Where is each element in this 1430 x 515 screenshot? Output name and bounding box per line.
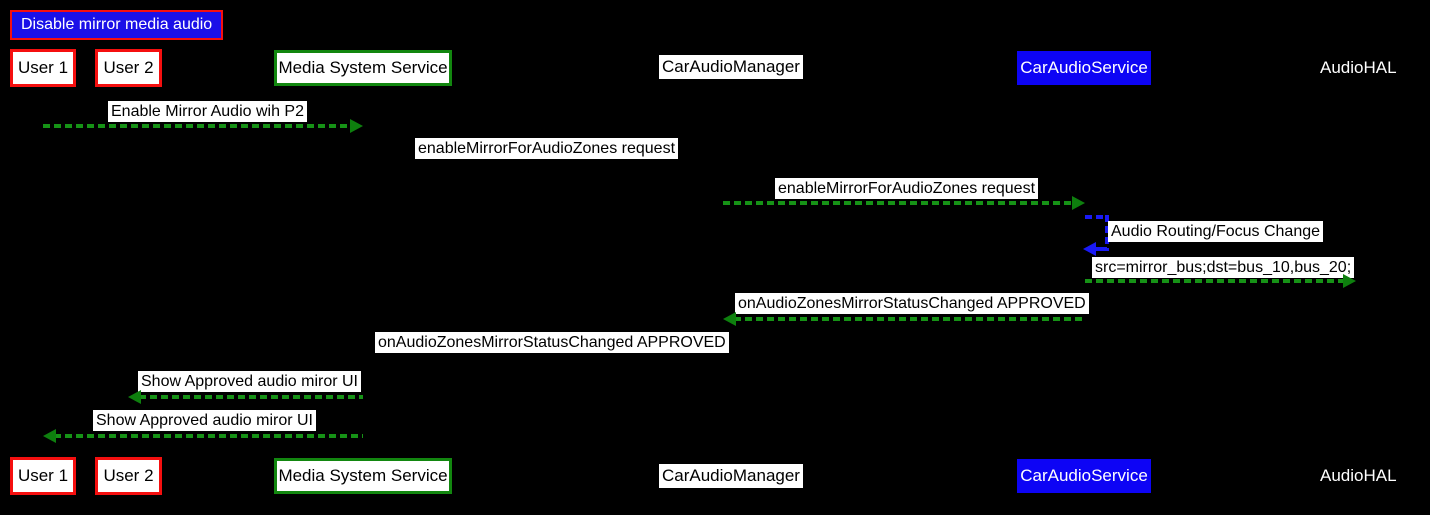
message-label-status-changed-2: onAudioZonesMirrorStatusChanged APPROVED	[375, 332, 729, 353]
arrowhead-right-icon	[1343, 274, 1356, 288]
message-label-audio-routing: Audio Routing/Focus Change	[1108, 221, 1324, 242]
arrowhead-right-icon	[350, 119, 363, 133]
arrow-src-mirror-bus	[1085, 274, 1356, 288]
arrowhead-left-icon	[128, 390, 141, 404]
actor-user2-bottom: User 2	[95, 457, 162, 495]
self-loop-arrow	[1083, 215, 1109, 257]
arrow-show-approved-user2	[128, 390, 363, 404]
arrow-status-changed	[723, 312, 1085, 326]
arrow-line	[139, 395, 363, 399]
arrow-enable-mirror	[43, 119, 363, 133]
arrow-line	[43, 124, 352, 128]
arrowhead-left-icon	[43, 429, 56, 443]
actor-user1-bottom: User 1	[10, 457, 76, 495]
self-loop-top-segment	[1085, 215, 1109, 219]
actor-caraudioservice-bottom: CarAudioService	[1017, 459, 1151, 493]
self-loop-right-segment	[1105, 215, 1109, 251]
message-label-show-approved-1: Show Approved audio miror UI	[138, 371, 361, 392]
self-loop-bottom-segment	[1095, 247, 1107, 251]
message-label-show-approved-2: Show Approved audio miror UI	[93, 410, 316, 431]
message-label-enable-mirror-zones-2: enableMirrorForAudioZones request	[775, 178, 1039, 199]
actor-audiohal-top: AudioHAL	[1320, 58, 1397, 77]
actor-media-system-service-top: Media System Service	[274, 50, 452, 86]
arrowhead-left-icon	[1083, 242, 1096, 256]
diagram-title: Disable mirror media audio	[10, 10, 224, 40]
message-label-src-mirror-bus: src=mirror_bus;dst=bus_10,bus_20;	[1092, 257, 1355, 278]
message-label-status-changed-1: onAudioZonesMirrorStatusChanged APPROVED	[735, 293, 1089, 314]
arrow-line	[723, 201, 1074, 205]
actor-user2-top: User 2	[95, 49, 162, 87]
arrow-line	[734, 317, 1085, 321]
message-label-enable-mirror: Enable Mirror Audio wih P2	[108, 101, 307, 122]
arrow-line	[1085, 279, 1345, 283]
actor-user1-top: User 1	[10, 49, 76, 87]
actor-caraudiomanager-top: CarAudioManager	[659, 55, 803, 79]
arrow-show-approved-user1	[43, 429, 363, 443]
arrowhead-right-icon	[1072, 196, 1085, 210]
actor-caraudiomanager-bottom: CarAudioManager	[659, 464, 803, 488]
message-label-enable-mirror-zones-1: enableMirrorForAudioZones request	[415, 138, 679, 159]
actor-media-system-service-bottom: Media System Service	[274, 458, 452, 494]
arrow-enable-mirror-zones	[723, 196, 1085, 210]
actor-caraudioservice-top: CarAudioService	[1017, 51, 1151, 85]
arrow-line	[54, 434, 363, 438]
arrowhead-left-icon	[723, 312, 736, 326]
actor-audiohal-bottom: AudioHAL	[1320, 466, 1397, 485]
